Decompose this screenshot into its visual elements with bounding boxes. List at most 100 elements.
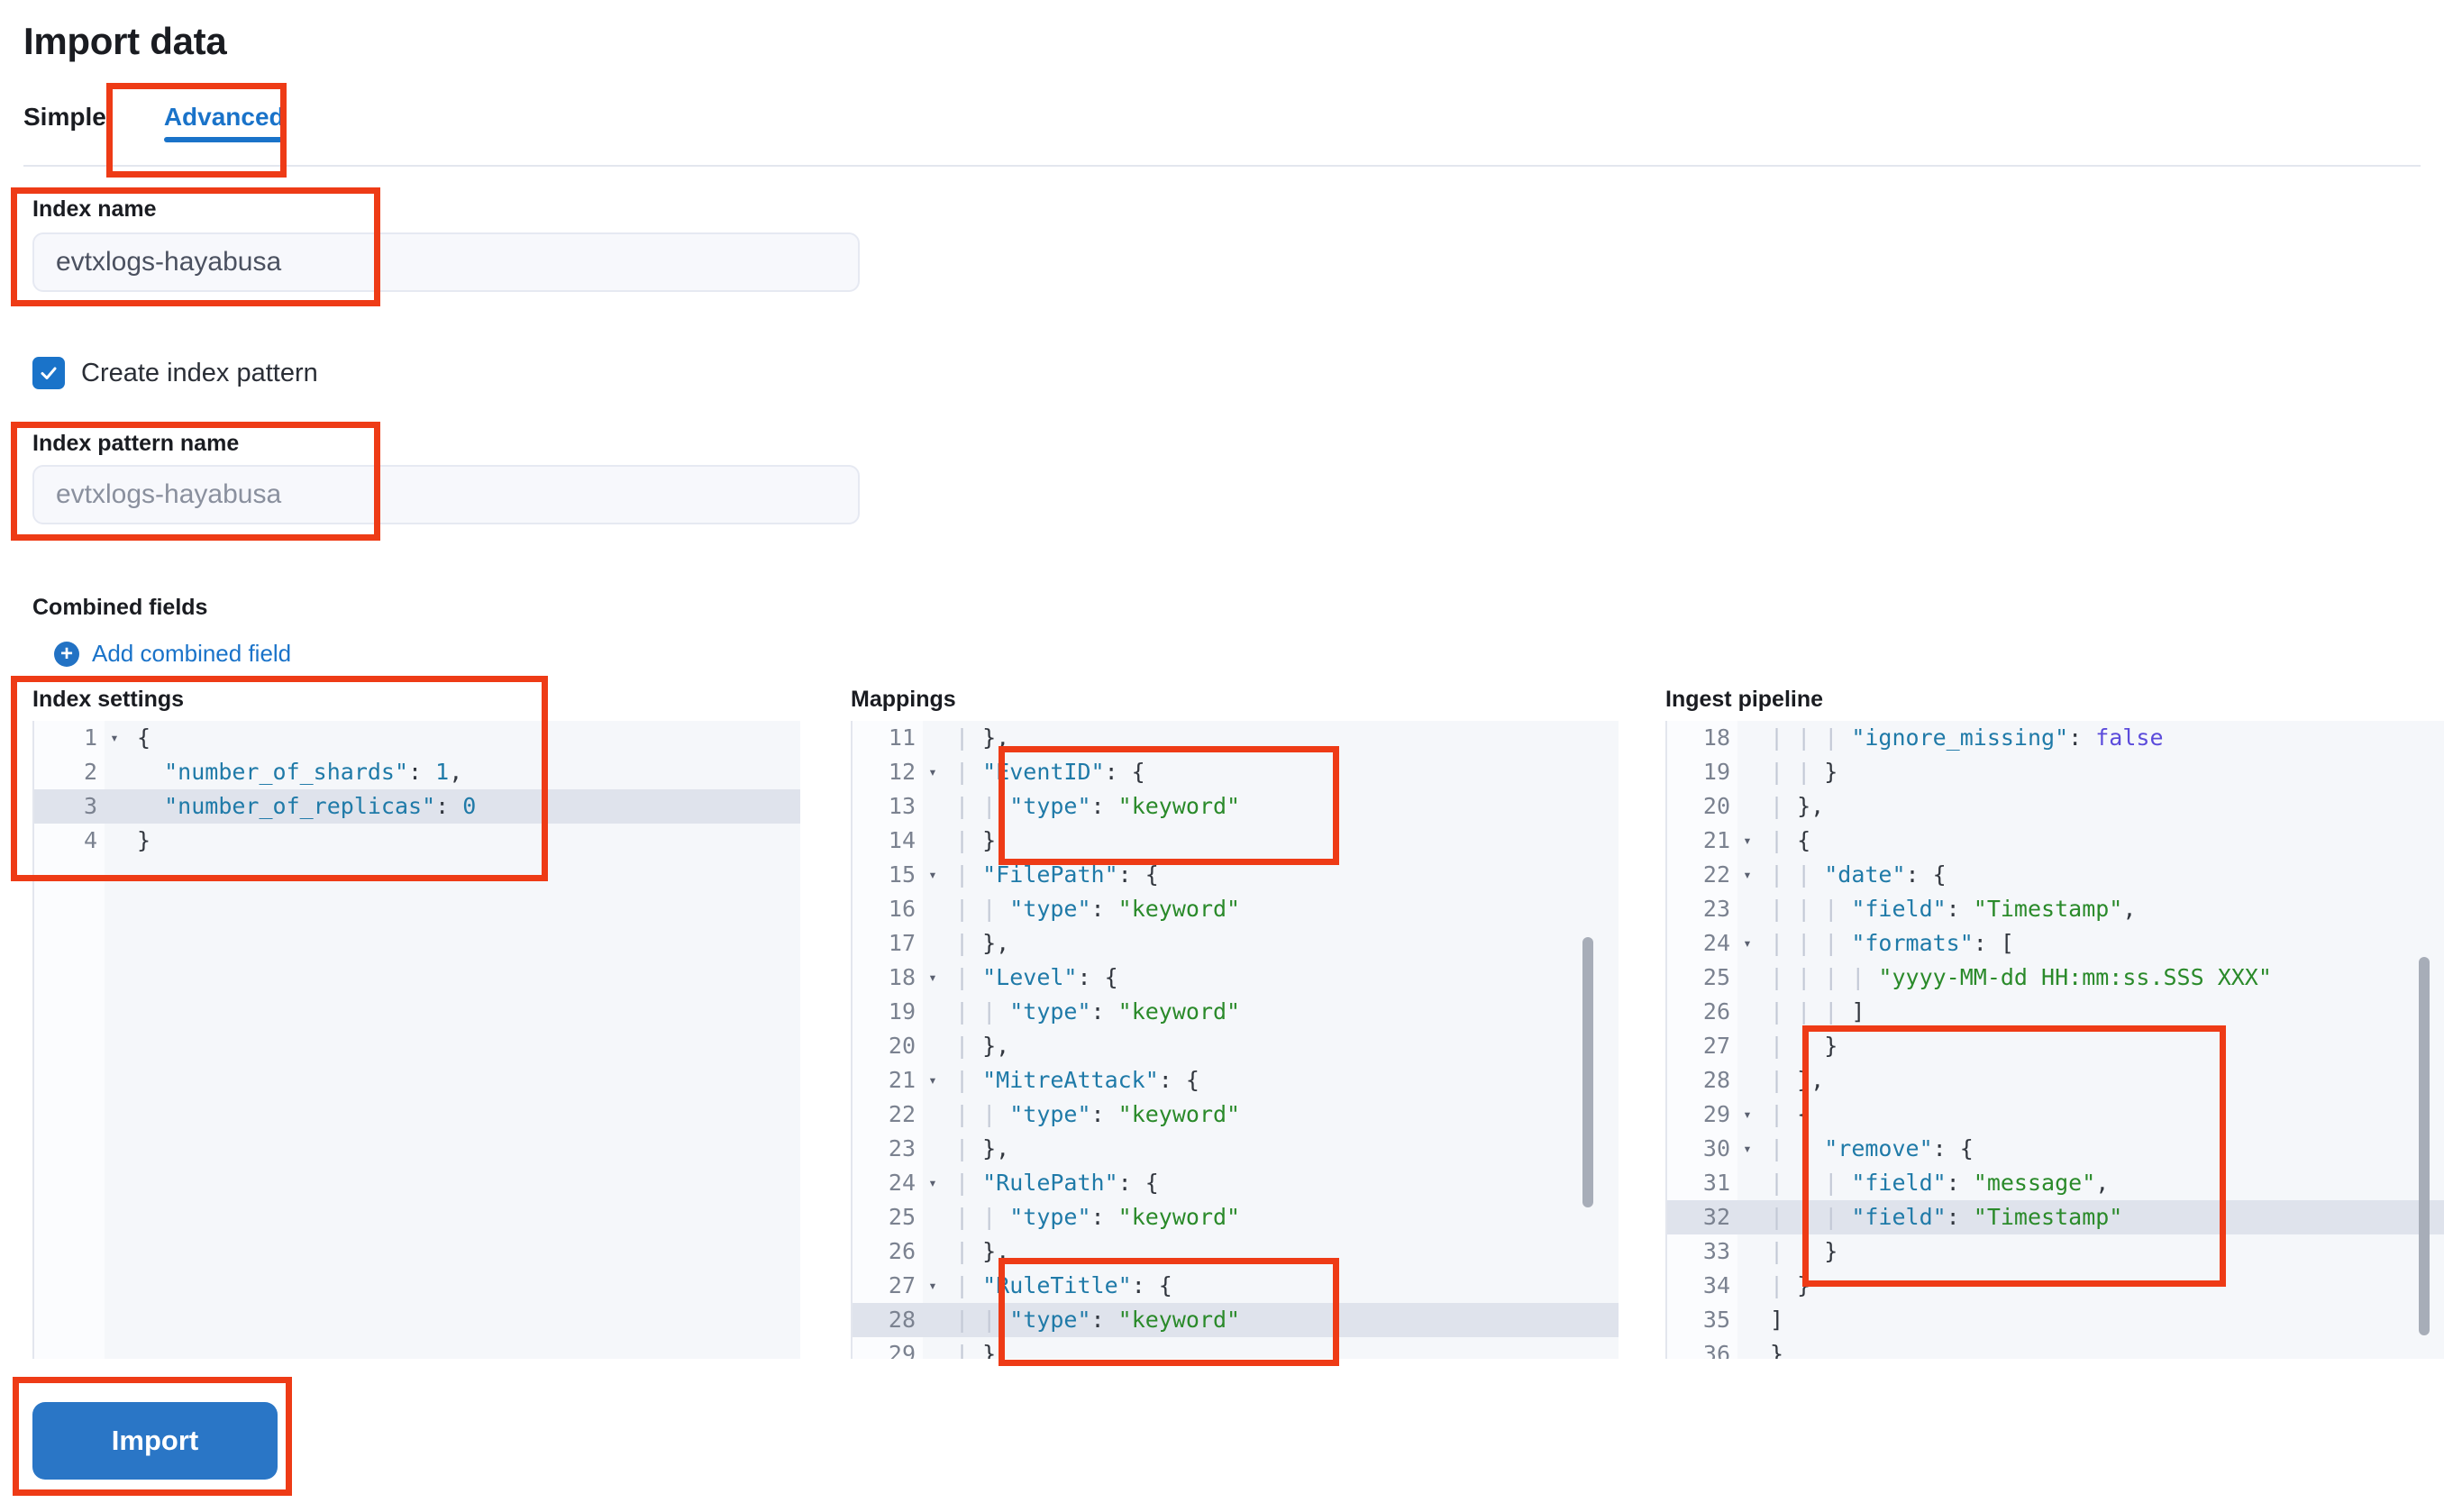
code-line[interactable]: 19| | "type": "keyword" <box>853 995 1619 1029</box>
code-line[interactable]: 23| | | "field": "Timestamp", <box>1667 892 2444 926</box>
code-line[interactable]: 20| }, <box>1667 789 2444 824</box>
code-line[interactable]: 21▾| { <box>1667 824 2444 858</box>
line-number: 26 <box>888 1238 916 1264</box>
code-line[interactable]: 3 "number_of_replicas": 0 <box>34 789 800 824</box>
line-number: 24 <box>1702 930 1730 956</box>
code-line[interactable]: 18| | | "ignore_missing": false <box>1667 721 2444 755</box>
code-text: | }, <box>955 1341 1010 1359</box>
line-number: 19 <box>1702 759 1730 785</box>
mappings-editor[interactable]: 11| },12▾| "EventID": {13| | "type": "ke… <box>851 721 1619 1359</box>
tab-simple[interactable]: Simple <box>23 103 106 131</box>
line-number: 18 <box>888 964 916 990</box>
line-number: 17 <box>888 930 916 956</box>
code-text: | "MitreAttack": { <box>955 1067 1199 1093</box>
line-number: 23 <box>1702 896 1730 922</box>
line-number: 20 <box>888 1033 916 1059</box>
code-text: | | | ] <box>1770 998 1865 1025</box>
index-pattern-name-input[interactable]: evtxlogs-hayabusa <box>32 465 860 524</box>
import-button[interactable]: Import <box>32 1402 278 1480</box>
code-line[interactable]: 27▾| "RuleTitle": { <box>853 1269 1619 1303</box>
line-number: 18 <box>1702 724 1730 751</box>
code-line[interactable]: 13| | "type": "keyword" <box>853 789 1619 824</box>
code-text: | "EventID": { <box>955 759 1145 785</box>
code-line[interactable]: 22▾| | "date": { <box>1667 858 2444 892</box>
tab-advanced[interactable]: Advanced <box>137 97 312 150</box>
line-number: 13 <box>888 793 916 819</box>
code-line[interactable]: 35] <box>1667 1303 2444 1337</box>
code-line[interactable]: 25| | | | "yyyy-MM-dd HH:mm:ss.SSS XXX" <box>1667 961 2444 995</box>
code-text: "number_of_shards": 1, <box>164 759 463 785</box>
code-line[interactable]: 30▾| | "remove": { <box>1667 1132 2444 1166</box>
code-text: } <box>137 827 151 853</box>
fold-caret-icon[interactable]: ▾ <box>928 1277 937 1294</box>
mappings-scrollbar[interactable] <box>1582 937 1593 1207</box>
code-text: | }, <box>955 1135 1010 1161</box>
line-number: 3 <box>83 793 97 819</box>
code-line[interactable]: 28| | "type": "keyword" <box>853 1303 1619 1337</box>
add-combined-field-button[interactable]: + Add combined field <box>54 640 291 668</box>
ingest-pipeline-title: Ingest pipeline <box>1665 687 1824 712</box>
line-number: 15 <box>888 861 916 888</box>
fold-caret-icon[interactable]: ▾ <box>928 1174 937 1191</box>
line-number: 20 <box>1702 793 1730 819</box>
line-number: 25 <box>888 1204 916 1230</box>
fold-caret-icon[interactable]: ▾ <box>1743 866 1752 883</box>
code-line[interactable]: 24▾| "RulePath": { <box>853 1166 1619 1200</box>
checkbox-checked-icon[interactable] <box>32 357 65 389</box>
line-number: 36 <box>1702 1341 1730 1359</box>
code-line[interactable]: 2 "number_of_shards": 1, <box>34 755 800 789</box>
code-line[interactable]: 21▾| "MitreAttack": { <box>853 1063 1619 1098</box>
code-line[interactable]: 11| }, <box>853 721 1619 755</box>
combined-fields-label: Combined fields <box>32 595 208 620</box>
fold-caret-icon[interactable]: ▾ <box>928 1071 937 1088</box>
code-line[interactable]: 36} <box>1667 1337 2444 1359</box>
code-line[interactable]: 24▾| | | "formats": [ <box>1667 926 2444 961</box>
fold-caret-icon[interactable]: ▾ <box>1743 1106 1752 1123</box>
plus-circle-icon: + <box>54 641 79 667</box>
code-line[interactable]: 4} <box>34 824 800 858</box>
code-line[interactable]: 25| | "type": "keyword" <box>853 1200 1619 1234</box>
code-line[interactable]: 29▾| { <box>1667 1098 2444 1132</box>
code-line[interactable]: 17| }, <box>853 926 1619 961</box>
fold-caret-icon[interactable]: ▾ <box>110 729 119 746</box>
index-settings-editor[interactable]: 1▾{2 "number_of_shards": 1,3 "number_of_… <box>32 721 800 1359</box>
code-line[interactable]: 20| }, <box>853 1029 1619 1063</box>
line-number: 21 <box>1702 827 1730 853</box>
code-line[interactable]: 27| | } <box>1667 1029 2444 1063</box>
code-text: | "Level": { <box>955 964 1118 990</box>
fold-caret-icon[interactable]: ▾ <box>1743 1140 1752 1157</box>
code-line[interactable]: 26| | | ] <box>1667 995 2444 1029</box>
code-line[interactable]: 28| }, <box>1667 1063 2444 1098</box>
line-number: 28 <box>1702 1067 1730 1093</box>
code-line[interactable]: 12▾| "EventID": { <box>853 755 1619 789</box>
fold-caret-icon[interactable]: ▾ <box>928 969 937 986</box>
code-line[interactable]: 23| }, <box>853 1132 1619 1166</box>
code-line[interactable]: 32| | | "field": "Timestamp" <box>1667 1200 2444 1234</box>
index-name-input[interactable]: evtxlogs-hayabusa <box>32 232 860 292</box>
gutter-background <box>34 721 105 1359</box>
fold-caret-icon[interactable]: ▾ <box>928 763 937 780</box>
code-line[interactable]: 33| | } <box>1667 1234 2444 1269</box>
code-line[interactable]: 18 ▾ | "Level": { <box>853 961 1619 995</box>
code-line[interactable]: 14| }, <box>853 824 1619 858</box>
code-line[interactable]: 34| } <box>1667 1269 2444 1303</box>
fold-caret-icon[interactable]: ▾ <box>928 866 937 883</box>
ingest-pipeline-scrollbar[interactable] <box>2419 957 2430 1335</box>
code-line[interactable]: 22| | "type": "keyword" <box>853 1098 1619 1132</box>
code-line[interactable]: 26| }, <box>853 1234 1619 1269</box>
code-line[interactable]: 1▾{ <box>34 721 800 755</box>
code-line[interactable]: 31| | | "field": "message", <box>1667 1166 2444 1200</box>
code-line[interactable]: 15▾| "FilePath": { <box>853 858 1619 892</box>
code-line[interactable]: 16| | "type": "keyword" <box>853 892 1619 926</box>
line-number: 35 <box>1702 1307 1730 1333</box>
code-line[interactable]: 29| }, <box>853 1337 1619 1359</box>
line-number: 19 <box>888 998 916 1025</box>
fold-caret-icon[interactable]: ▾ <box>1743 934 1752 952</box>
code-line[interactable]: 19| | } <box>1667 755 2444 789</box>
fold-caret-icon[interactable]: ▾ <box>1743 832 1752 849</box>
mappings-title: Mappings <box>851 687 956 712</box>
line-number: 25 <box>1702 964 1730 990</box>
code-text: ] <box>1770 1307 1784 1333</box>
create-index-pattern-row[interactable]: Create index pattern <box>32 357 318 389</box>
